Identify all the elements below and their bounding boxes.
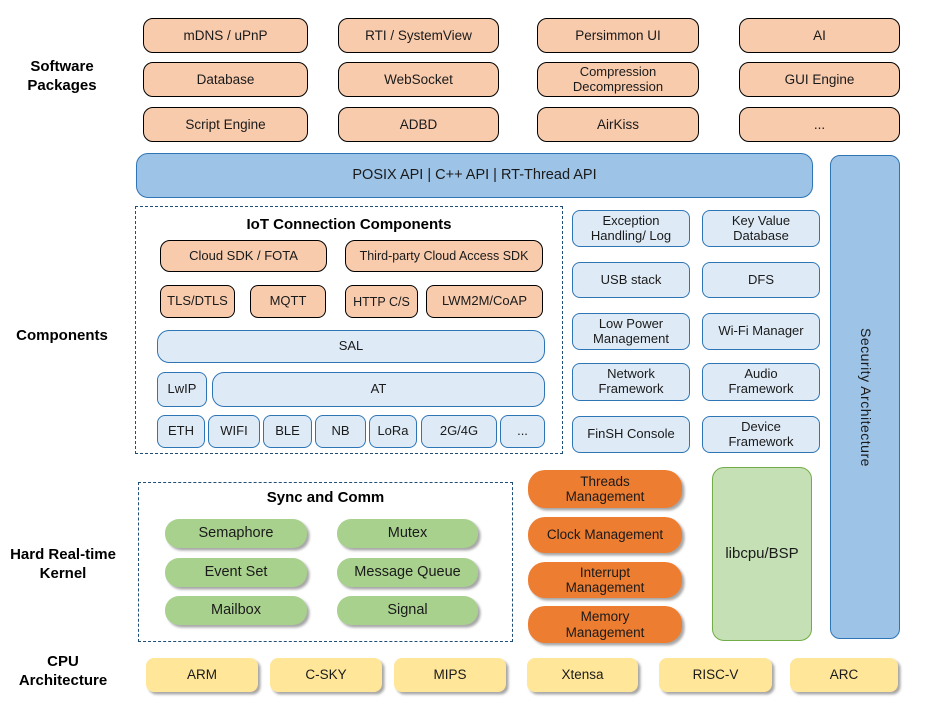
kernel-box-clock-management: Clock Management [528, 517, 682, 553]
kernel-box-semaphore: Semaphore [165, 519, 307, 548]
service-box-exception-handling-log: Exception Handling/ Log [572, 210, 690, 247]
api-bar: POSIX API | C++ API | RT-Thread API [136, 153, 813, 198]
section-label-components: Components [16, 327, 108, 344]
iot-box-lwip: LwIP [157, 372, 207, 407]
sync-and-comm-title: Sync and Comm [266, 489, 385, 506]
kernel-box-libcpu-bsp: libcpu/BSP [712, 467, 812, 641]
kernel-box-event-set: Event Set [165, 558, 307, 587]
iot-box-http-cs: HTTP C/S [345, 285, 418, 318]
cpu-box-mips: MIPS [394, 658, 506, 692]
service-box-low-power-management: Low Power Management [572, 313, 690, 350]
kernel-box-memory-management: Memory Management [528, 606, 682, 643]
package-box-ai: AI [739, 18, 900, 53]
cpu-box-arc: ARC [790, 658, 898, 692]
package-box-rti-systemview: RTI / SystemView [338, 18, 499, 53]
kernel-box-message-queue: Message Queue [337, 558, 478, 587]
kernel-box-interrupt-management: Interrupt Management [528, 562, 682, 598]
cpu-box-xtensa: Xtensa [527, 658, 638, 692]
kernel-box-mutex: Mutex [337, 519, 478, 548]
iot-box-cloud-sdk-fota: Cloud SDK / FOTA [160, 240, 327, 272]
iot-link-ble: BLE [263, 415, 312, 448]
section-label-kernel: Hard Real-time Kernel [10, 546, 116, 582]
service-box-dfs: DFS [702, 262, 820, 298]
iot-box-third-party-cloud: Third-party Cloud Access SDK [345, 240, 543, 272]
cpu-box-risc-v: RISC-V [659, 658, 772, 692]
iot-link-nb: NB [315, 415, 366, 448]
section-label-software-packages: Software Packages [27, 58, 97, 94]
service-box-usb-stack: USB stack [572, 262, 690, 298]
iot-connection-components-group: IoT Connection Components [135, 206, 563, 454]
service-box-finsh-console: FinSH Console [572, 416, 690, 453]
service-box-audio-framework: Audio Framework [702, 363, 820, 401]
package-box-script-engine: Script Engine [143, 107, 308, 142]
package-box-websocket: WebSocket [338, 62, 499, 97]
iot-group-title: IoT Connection Components [246, 216, 452, 233]
iot-box-at: AT [212, 372, 545, 407]
security-architecture-bar: Security Architecture [830, 155, 900, 639]
sync-and-comm-group: Sync and Comm [138, 482, 513, 642]
package-box-persimmon-ui: Persimmon UI [537, 18, 699, 53]
section-label-cpu-architecture: CPU Architecture [18, 653, 108, 689]
package-box-mdns-upnp: mDNS / uPnP [143, 18, 308, 53]
package-box-more: ... [739, 107, 900, 142]
package-box-compression: Compression Decompression [537, 62, 699, 97]
service-box-wifi-manager: Wi-Fi Manager [702, 313, 820, 350]
kernel-box-signal: Signal [337, 596, 478, 625]
iot-link-2g4g: 2G/4G [421, 415, 497, 448]
iot-box-lwm2m-coap: LWM2M/CoAP [426, 285, 543, 318]
package-box-airkiss: AirKiss [537, 107, 699, 142]
kernel-box-mailbox: Mailbox [165, 596, 307, 625]
service-box-network-framework: Network Framework [572, 363, 690, 401]
cpu-box-c-sky: C-SKY [270, 658, 382, 692]
package-box-adbd: ADBD [338, 107, 499, 142]
iot-box-tls-dtls: TLS/DTLS [160, 285, 235, 318]
kernel-box-threads-management: Threads Management [528, 470, 682, 508]
iot-link-more: ... [500, 415, 545, 448]
iot-link-lora: LoRa [369, 415, 417, 448]
iot-link-wifi: WIFI [208, 415, 260, 448]
iot-box-mqtt: MQTT [250, 285, 326, 318]
iot-link-eth: ETH [157, 415, 205, 448]
iot-box-sal: SAL [157, 330, 545, 363]
service-box-key-value-database: Key Value Database [702, 210, 820, 247]
package-box-database: Database [143, 62, 308, 97]
service-box-device-framework: Device Framework [702, 416, 820, 453]
package-box-gui-engine: GUI Engine [739, 62, 900, 97]
cpu-box-arm: ARM [146, 658, 258, 692]
